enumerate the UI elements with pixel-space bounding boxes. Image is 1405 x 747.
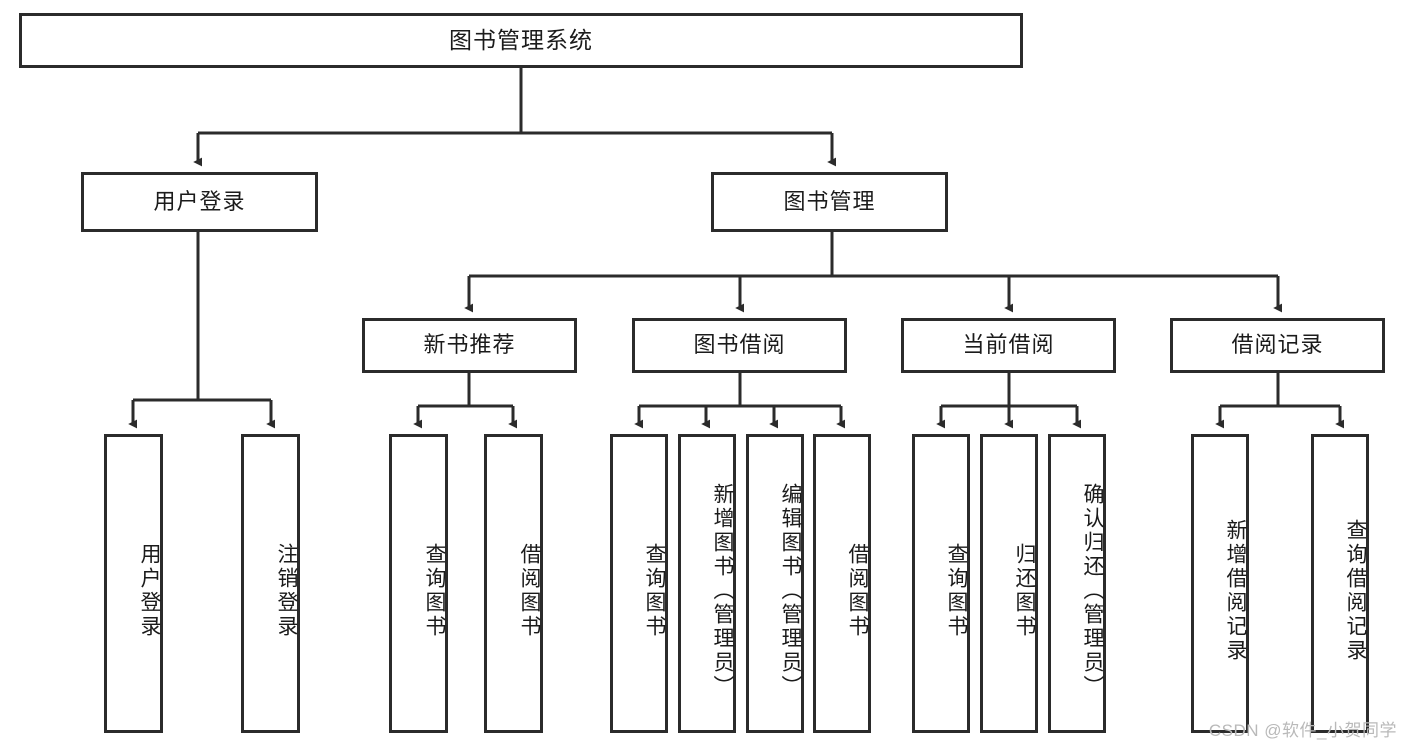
leaf-node-query-books-borrowing[interactable]: 查询图书 — [610, 434, 668, 733]
node-borrowing-records[interactable]: 借阅记录 — [1170, 318, 1385, 373]
node-label: 查询借阅记录 — [1344, 518, 1367, 663]
node-label: 用户登录 — [153, 188, 246, 214]
node-label: 用户登录 — [138, 542, 161, 639]
node-label: 查询图书 — [945, 542, 968, 639]
node-label: 借阅图书 — [518, 542, 541, 639]
node-label: 确认归还（管理员） — [1081, 482, 1104, 699]
node-label: 查询图书 — [423, 542, 446, 639]
node-label: 归还图书 — [1013, 542, 1036, 639]
node-book-management[interactable]: 图书管理 — [711, 172, 948, 232]
node-label: 新增借阅记录 — [1224, 518, 1247, 663]
leaf-node-logout[interactable]: 注销登录 — [241, 434, 300, 733]
leaf-node-user-login[interactable]: 用户登录 — [104, 434, 163, 733]
node-new-book-recommendation[interactable]: 新书推荐 — [362, 318, 577, 373]
watermark-csdn: CSDN @软件_小贺同学 — [1208, 721, 1397, 740]
leaf-node-borrow-books-recommendation[interactable]: 借阅图书 — [484, 434, 543, 733]
leaf-node-query-books-current[interactable]: 查询图书 — [912, 434, 970, 733]
leaf-node-add-borrowing-record[interactable]: 新增借阅记录 — [1191, 434, 1249, 733]
node-label: 图书借阅 — [693, 332, 786, 358]
leaf-node-borrow-books-borrowing[interactable]: 借阅图书 — [813, 434, 871, 733]
leaf-node-confirm-return-admin[interactable]: 确认归还（管理员） — [1048, 434, 1106, 733]
node-label: 查询图书 — [643, 542, 666, 639]
leaf-node-query-books-recommendation[interactable]: 查询图书 — [389, 434, 448, 733]
node-label: 借阅图书 — [846, 542, 869, 639]
node-label: 新增图书（管理员） — [711, 482, 734, 699]
node-user-login[interactable]: 用户登录 — [81, 172, 318, 232]
node-label: 当前借阅 — [962, 332, 1055, 358]
node-root-book-management-system[interactable]: 图书管理系统 — [19, 13, 1023, 68]
node-label: 图书管理系统 — [449, 26, 593, 53]
node-label: 注销登录 — [275, 542, 298, 639]
leaf-node-return-books[interactable]: 归还图书 — [980, 434, 1038, 733]
leaf-node-edit-book-admin[interactable]: 编辑图书（管理员） — [746, 434, 804, 733]
node-label: 编辑图书（管理员） — [779, 482, 802, 699]
leaf-node-query-borrowing-record[interactable]: 查询借阅记录 — [1311, 434, 1369, 733]
node-label: 借阅记录 — [1231, 332, 1324, 358]
node-book-borrowing[interactable]: 图书借阅 — [632, 318, 847, 373]
node-label: 图书管理 — [783, 188, 876, 214]
leaf-node-add-book-admin[interactable]: 新增图书（管理员） — [678, 434, 736, 733]
node-label: 新书推荐 — [423, 332, 516, 358]
node-current-borrowing[interactable]: 当前借阅 — [901, 318, 1116, 373]
